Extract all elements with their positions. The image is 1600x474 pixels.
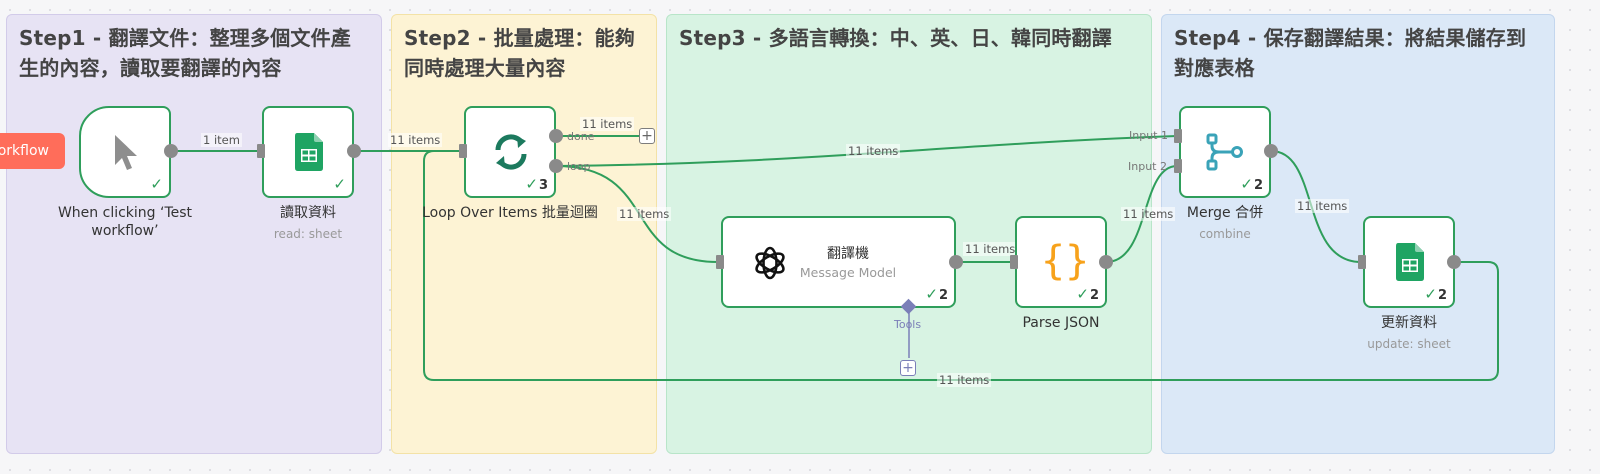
edge-label: 11 items: [617, 207, 672, 221]
node-manual-trigger[interactable]: ✓: [79, 106, 171, 198]
sticky-title: Step3 - 多語言轉換：中、英、日、韓同時翻譯: [679, 26, 1112, 50]
output-handle[interactable]: [1264, 144, 1278, 158]
port-label-tools: Tools: [894, 318, 922, 331]
port-label-input1: Input 1: [1129, 129, 1168, 142]
success-check-icon: ✓2: [1424, 285, 1447, 303]
input-handle[interactable]: [257, 144, 265, 158]
port-label-input2: Input 2: [1128, 160, 1167, 173]
input-handle[interactable]: [1358, 255, 1366, 269]
node-label: 更新資料 update: sheet: [1334, 314, 1484, 353]
edge-label: 11 items: [1295, 199, 1350, 213]
node-title: 翻譯機: [827, 246, 869, 262]
edge-label: 11 items: [937, 373, 992, 387]
node-title: 更新資料: [1381, 315, 1437, 331]
refresh-icon: [495, 134, 527, 170]
output-handle[interactable]: [1099, 255, 1113, 269]
add-tool-button[interactable]: +: [900, 360, 916, 376]
output-handle-loop[interactable]: [549, 159, 563, 173]
node-label: When clicking ‘Test workflow’: [57, 205, 193, 239]
output-handle[interactable]: [164, 144, 178, 158]
success-check-icon: ✓3: [525, 175, 548, 193]
port-label-done: done: [567, 130, 595, 143]
merge-icon: [1206, 133, 1243, 171]
node-label: Merge 合併 combine: [1150, 204, 1300, 243]
node-label: Parse JSON: [1022, 315, 1100, 331]
node-openai-message-model[interactable]: 翻譯機 Message Model ✓2: [721, 216, 956, 308]
node-label: 讀取資料 read: sheet: [228, 204, 388, 243]
sticky-title: Step4 - 保存翻譯結果：將結果儲存到對應表格: [1174, 26, 1527, 80]
success-check-icon: ✓: [150, 175, 163, 193]
sticky-title: Step2 - 批量處理：能夠同時處理大量內容: [404, 26, 635, 80]
code-braces-icon: {}: [1041, 238, 1090, 284]
node-update-sheet[interactable]: ✓2: [1363, 216, 1455, 308]
sticky-note-step1[interactable]: Step1 - 翻譯文件：整理多個文件產生的內容，讀取要翻譯的內容: [6, 14, 382, 454]
output-handle[interactable]: [949, 255, 963, 269]
output-handle[interactable]: [347, 144, 361, 158]
google-sheets-icon: [295, 133, 323, 171]
input-handle[interactable]: [459, 144, 467, 158]
edge-label: 11 items: [580, 117, 635, 131]
run-count: 2: [1253, 178, 1263, 193]
edge-label: 11 items: [1121, 207, 1176, 221]
input-handle-1[interactable]: [1174, 129, 1182, 143]
output-handle-done[interactable]: [549, 129, 563, 143]
node-merge[interactable]: ✓2: [1179, 106, 1271, 198]
input-handle-2[interactable]: [1174, 159, 1182, 173]
input-handle[interactable]: [716, 255, 724, 269]
node-label: Loop Over Items 批量迴圈: [422, 205, 598, 221]
run-count: 2: [1437, 288, 1447, 303]
node-title: Merge 合併: [1186, 205, 1264, 221]
node-subtitle: combine: [1199, 227, 1251, 241]
node-subtitle: Message Model: [799, 265, 897, 280]
run-count: 3: [538, 178, 548, 193]
test-workflow-button[interactable]: orkflow: [0, 133, 65, 169]
google-sheets-icon: [1396, 243, 1424, 281]
success-check-icon: ✓2: [925, 285, 948, 303]
run-count: 2: [938, 288, 948, 303]
port-label-loop: loop: [567, 160, 591, 173]
node-subtitle: read: sheet: [273, 227, 343, 241]
sticky-title: Step1 - 翻譯文件：整理多個文件產生的內容，讀取要翻譯的內容: [19, 26, 351, 80]
openai-icon: [755, 246, 785, 280]
output-handle[interactable]: [1447, 255, 1461, 269]
node-read-sheet[interactable]: ✓: [262, 106, 354, 198]
node-title: 讀取資料: [280, 205, 336, 221]
success-check-icon: ✓2: [1076, 285, 1099, 303]
run-count: 2: [1089, 288, 1099, 303]
success-check-icon: ✓2: [1240, 175, 1263, 193]
node-subtitle: update: sheet: [1367, 337, 1451, 351]
edge-label: 11 items: [846, 144, 901, 158]
success-check-icon: ✓: [333, 175, 346, 193]
edge-label: 11 items: [963, 242, 1018, 256]
edge-label: 11 items: [388, 133, 443, 147]
node-parse-json[interactable]: {} ✓2: [1015, 216, 1107, 308]
cursor-icon: [115, 135, 137, 170]
add-node-button[interactable]: +: [639, 128, 655, 144]
input-handle[interactable]: [1010, 255, 1018, 269]
node-loop-over-items[interactable]: ✓3: [464, 106, 556, 198]
edge-label: 1 item: [201, 133, 242, 147]
